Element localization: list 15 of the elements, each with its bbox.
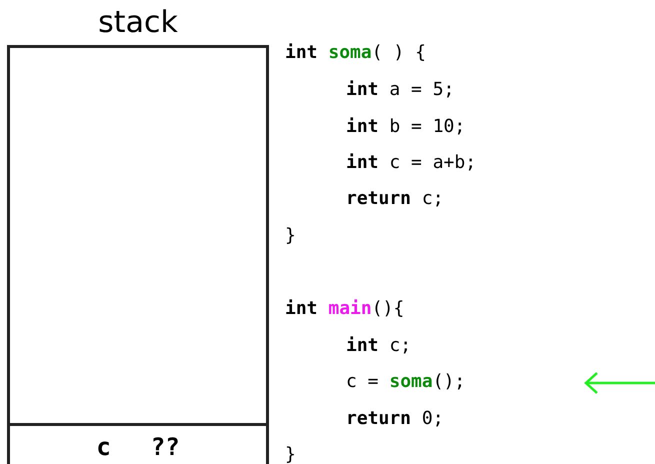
code-line: return c; [346,187,444,211]
code-line: int main(){ [285,297,404,321]
code-line: int soma( ) { [285,41,426,65]
code-line: int c = a+b; [346,151,476,175]
stack-box [7,45,269,464]
code-line: return 0; [346,407,444,431]
code-line: c = soma(); [346,370,466,394]
variable-value: ?? [150,432,180,462]
stack-heading: stack [98,8,178,38]
code-line: int a = 5; [346,78,454,102]
code-line: } [285,224,296,248]
code-line: int b = 10; [346,115,466,139]
code-line: } [285,443,296,464]
variable-name: c [96,432,111,462]
code-line: int c; [346,334,412,358]
